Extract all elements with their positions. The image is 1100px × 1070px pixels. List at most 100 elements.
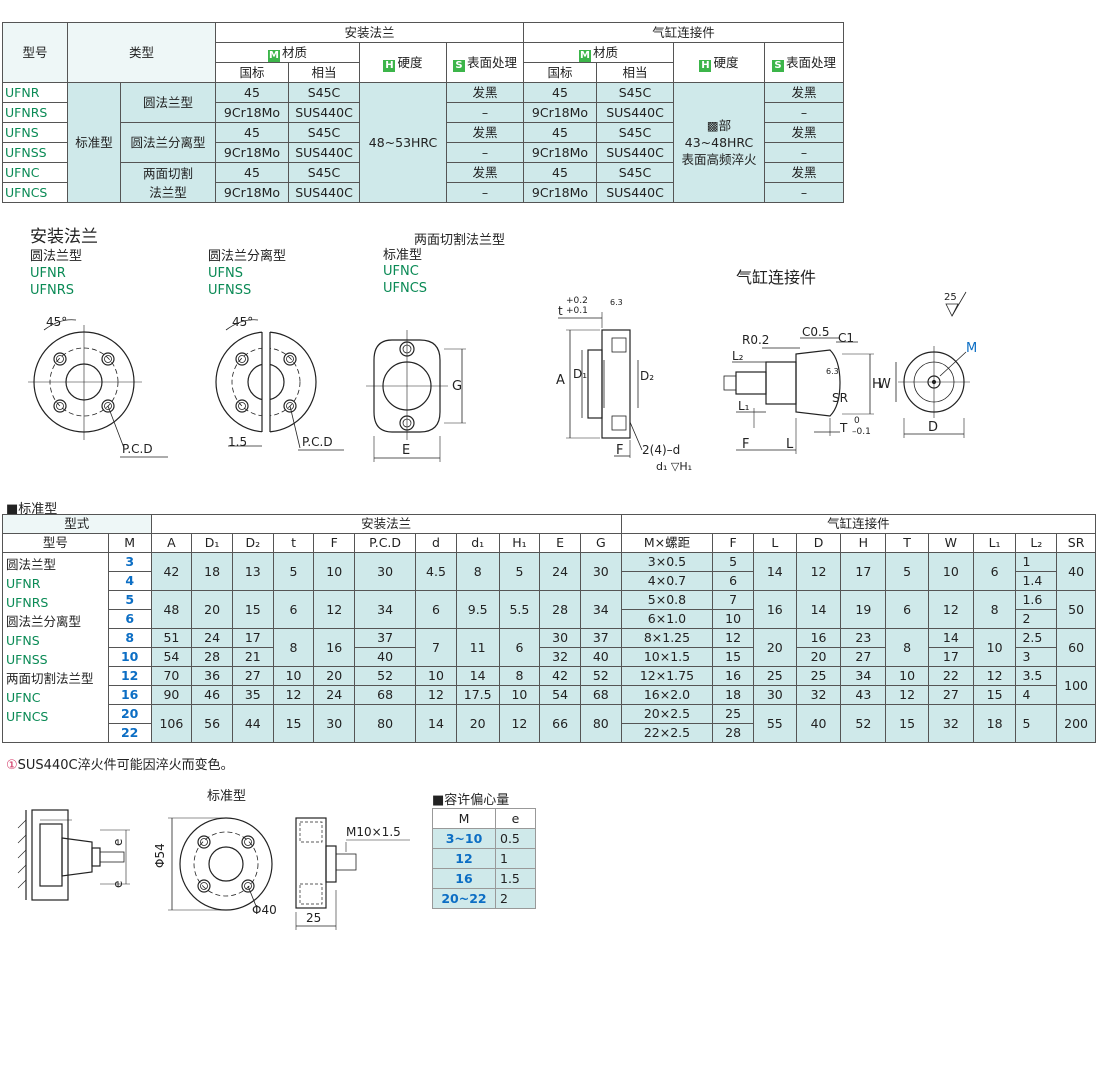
std-col-header: E	[539, 533, 581, 553]
spec-std-type: 标准型	[67, 82, 121, 203]
cyl-w-label: W	[878, 377, 891, 392]
std-cell: 34	[840, 666, 887, 686]
spec-cell: 9Cr18Mo	[215, 102, 289, 123]
std-cell: 15	[885, 704, 929, 743]
spec-model: UFNRS	[2, 102, 68, 123]
spec-cell: 9Cr18Mo	[523, 142, 597, 163]
std-cell: 15	[231, 590, 274, 629]
spec-header-eq2: 相当	[596, 62, 674, 83]
spec-cell: –	[764, 182, 844, 203]
std-name: 两面切割法兰型	[6, 671, 94, 686]
spec-model: UFNS	[2, 122, 68, 143]
cut-flange-title: 两面切割法兰型	[414, 233, 506, 248]
std-cell: 25	[795, 666, 842, 686]
std-cell: 12	[885, 685, 929, 705]
std-cell: 6	[885, 590, 929, 629]
spec-cyl-hardness-line: ▩部	[706, 118, 732, 133]
spec-model: UFNCS	[2, 182, 68, 203]
std-cell: 80	[579, 704, 622, 743]
std-col-header: M×螺距	[620, 533, 714, 553]
flange-t-label: t	[558, 304, 563, 318]
ecc-m-cell: 3~10	[432, 828, 496, 849]
std-cell: 17	[927, 647, 974, 667]
cyl-l2-label: L₂	[732, 349, 744, 363]
std-cell: 16	[712, 666, 754, 686]
std-m-cell: 10	[107, 647, 152, 667]
std-cell: 8	[455, 552, 500, 591]
std-cell: 66	[539, 704, 581, 743]
std-cell: 20	[795, 647, 842, 667]
std-name: 圆法兰分离型	[6, 614, 82, 629]
std-cell: 17	[231, 628, 274, 648]
std-cell: 20	[313, 666, 356, 686]
std-cell: 8	[272, 628, 315, 667]
std-cell: 1.6	[1015, 590, 1058, 610]
std-note: ①SUS440C淬火件可能因淬火而变色。	[6, 754, 234, 773]
std-col-header: L₂	[1015, 533, 1058, 553]
cyl-r02-label: R0.2	[742, 333, 769, 347]
std-cell: 30	[313, 704, 356, 743]
std-cell: 20	[752, 628, 797, 667]
spec-cell: S45C	[596, 82, 674, 103]
spec-header-gb2: 国标	[523, 62, 597, 83]
split-flange-45-label: 45°	[232, 315, 253, 329]
std-m-cell: 5	[107, 590, 152, 610]
spec-cell: SUS440C	[596, 142, 674, 163]
std-cell: 28	[191, 647, 233, 667]
std-cell: 200	[1056, 704, 1096, 743]
std-cell: 24	[313, 685, 356, 705]
std-cell: 10	[885, 666, 929, 686]
std-cell: 30	[354, 552, 417, 591]
std-cell: 4.5	[415, 552, 457, 591]
ecc-m-cell: 20~22	[432, 888, 496, 909]
spec-subtype: 圆法兰分离型	[120, 122, 216, 163]
std-name: UFNCS	[6, 709, 49, 724]
std-cell: 15	[972, 685, 1017, 705]
flange-d1-label: D₁	[573, 367, 587, 381]
std-m-cell: 8	[107, 628, 152, 648]
std-cell: 46	[191, 685, 233, 705]
std-cell: 14	[415, 704, 457, 743]
std-cell: 18	[712, 685, 754, 705]
std-cell: 30	[579, 552, 622, 591]
spec-cell: 45	[215, 162, 289, 183]
std-cell: 5.5	[498, 590, 541, 629]
std-col-header: P.C.D	[354, 533, 417, 553]
std-col-header: D	[795, 533, 842, 553]
std-col-header: d	[415, 533, 457, 553]
badge-s-icon: S	[452, 59, 465, 72]
spec-cyl-hardness: ▩部 43~48HRC 表面高频淬火	[673, 82, 765, 203]
spec-cell: S45C	[596, 162, 674, 183]
spec-cell: –	[446, 182, 524, 203]
spec-cell: 发黑	[764, 162, 844, 183]
std-cell: 10	[415, 666, 457, 686]
spec-header-model: 型号	[2, 22, 68, 83]
std-cell: 70	[150, 666, 193, 686]
spec-model: UFNC	[2, 162, 68, 183]
std-cell: 35	[231, 685, 274, 705]
std-cell: 37	[354, 628, 417, 648]
split-flange-pcd-label: P.C.D	[302, 435, 333, 449]
std-cell: 1.4	[1015, 571, 1058, 591]
std-cell: 17	[840, 552, 887, 591]
flange-t-tol2: +0.1	[566, 306, 588, 316]
std-cell: 30	[752, 685, 797, 705]
std-m-cell: 4	[107, 571, 152, 591]
cut-flange-e-label: E	[402, 443, 410, 458]
std-cell: 10	[498, 685, 541, 705]
std-col-header: D₂	[231, 533, 274, 553]
std-cell: 22	[927, 666, 974, 686]
flange-side-drawing	[558, 312, 643, 458]
round-flange-title: 圆法兰型	[30, 249, 83, 264]
ecc-phi54-label: Φ54	[153, 843, 167, 868]
spec-header-flange: 安装法兰	[215, 22, 524, 43]
spec-header-cyl: 气缸连接件	[523, 22, 844, 43]
std-cell: 2	[1015, 609, 1058, 629]
std-cell: 10	[313, 552, 356, 591]
std-cell: 10	[272, 666, 315, 686]
split-flange-model2: UFNSS	[208, 283, 252, 298]
std-cell: 6	[712, 571, 754, 591]
ecc-e-cell: 0.5	[495, 828, 536, 849]
std-cell: 21	[231, 647, 274, 667]
